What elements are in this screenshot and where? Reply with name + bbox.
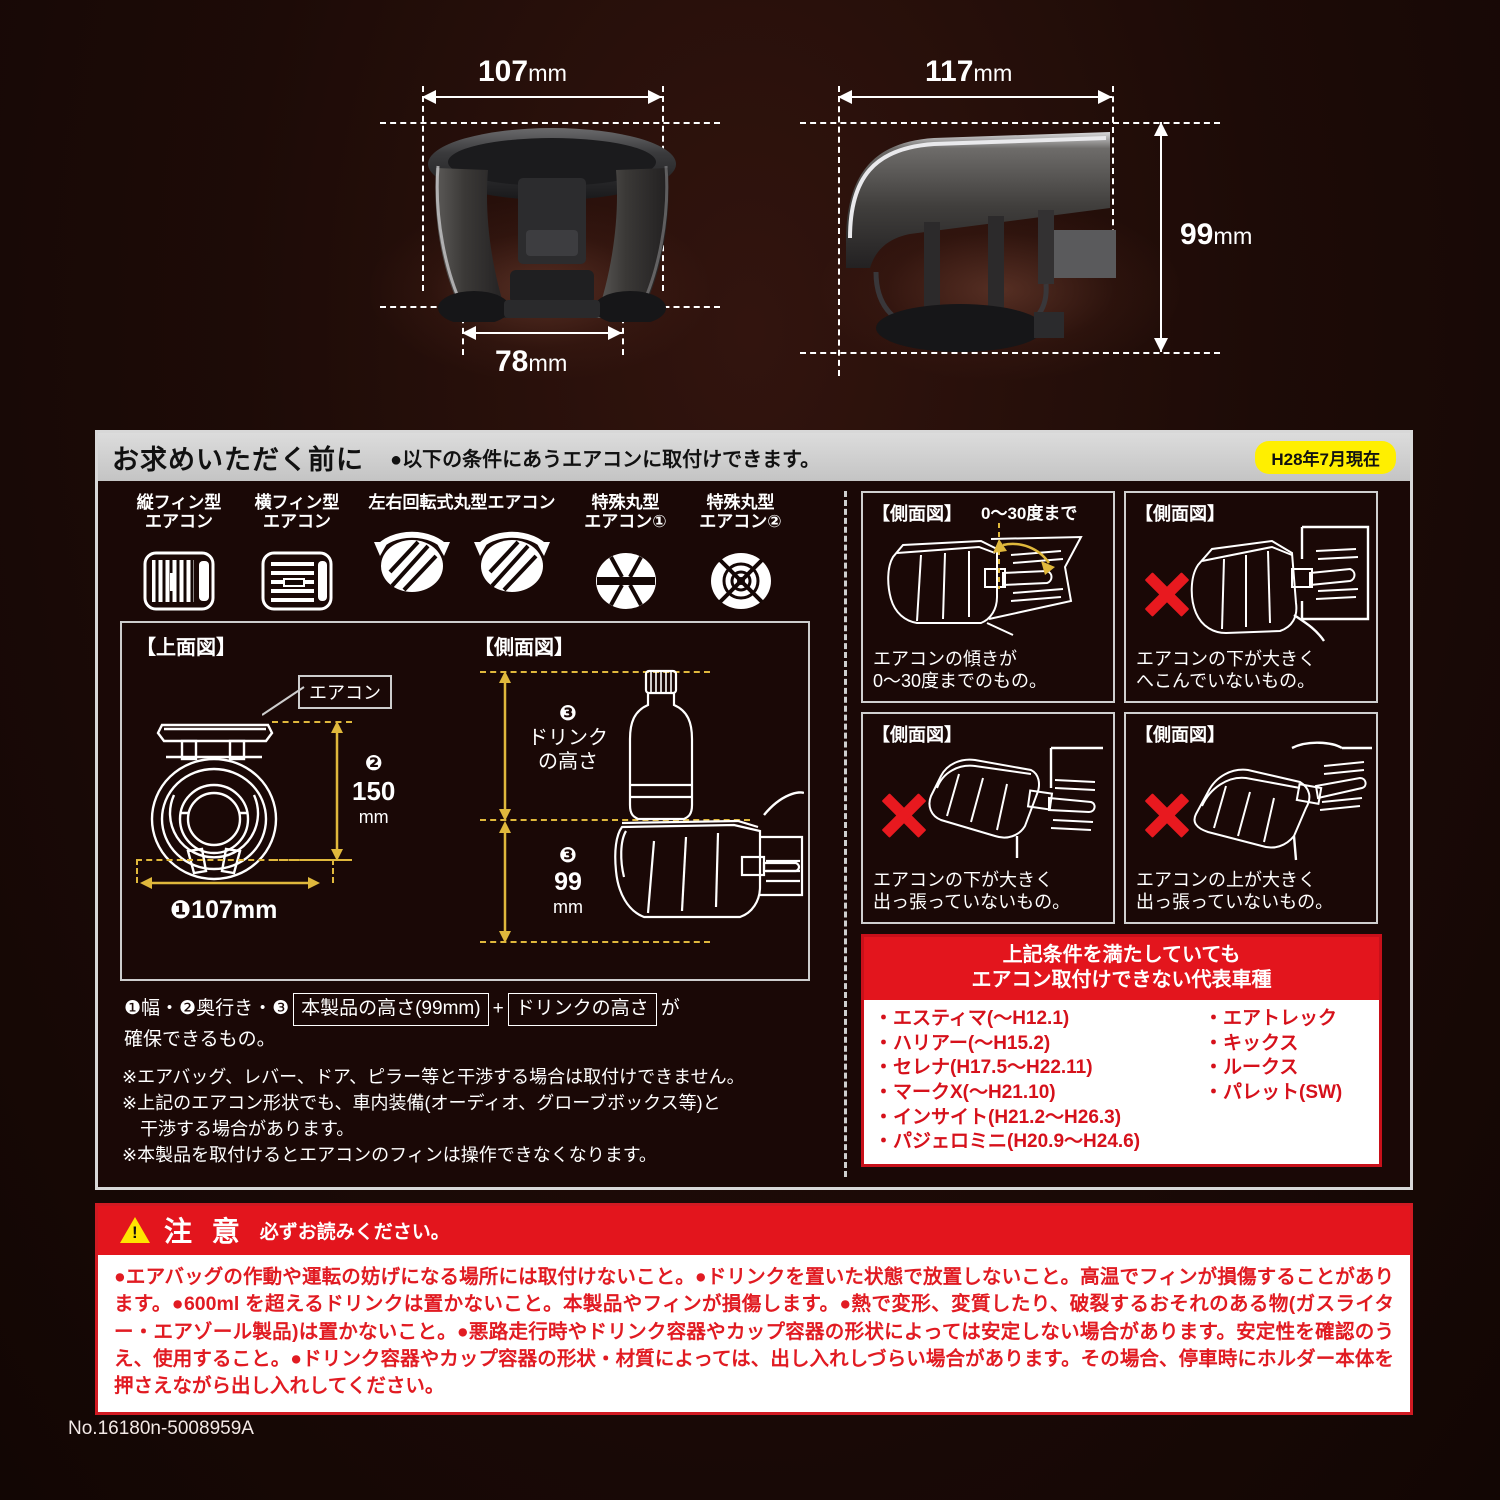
caution-block: 注 意 必ずお読みください。 ●エアバッグの作動や運転の妨げになる場所には取付け…: [95, 1203, 1413, 1416]
horizontal-fin-vent-icon: [238, 537, 356, 613]
condition-card-protrude-above: 【側面図】: [1124, 712, 1378, 924]
aircon-type-horizontal-fin: 横フィン型 エアコン: [238, 493, 356, 613]
front-width-label: 107mm: [478, 55, 568, 88]
condition-card-protrude-below: 【側面図】: [861, 712, 1115, 924]
protrude-below-illustration: [928, 746, 1103, 858]
excluded-vehicles-column-2: ・エアトレック ・キックス ・ルークス ・パレット(SW): [1204, 1007, 1342, 1155]
panel-subtitle: ●以下の条件にあうエアコンに取付けできます。: [390, 448, 821, 471]
dented-below-illustration: [1190, 525, 1370, 642]
vehicle-item: ・ルークス: [1204, 1057, 1299, 1079]
vehicle-item: ・キックス: [1204, 1032, 1299, 1054]
aircon-type-special-round-1: 特殊丸型 エアコン①: [568, 493, 683, 613]
drink-height-label: ❸ ドリンク の高さ: [528, 702, 608, 774]
aircon-type-list: 縦フィン型 エアコン 横フ: [114, 493, 828, 613]
condition-card-list: 【側面図】 0～30度まで: [861, 491, 1398, 924]
note-item: ※上記のエアコン形状でも、車内装備(オーディオ、グローブボックス等)と: [122, 1093, 721, 1114]
warning-triangle-icon: [120, 1217, 150, 1243]
product-dimension-photos: 107mm 78mm: [0, 0, 1500, 420]
panel-left-column: 縦フィン型 エアコン 横フ: [98, 481, 838, 1187]
top-view-title: 【上面図】: [136, 637, 236, 660]
special-round-vent-1-icon: [568, 537, 683, 613]
aircon-type-rotating-round: 左右回転式丸型エアコン: [356, 493, 568, 613]
vehicle-item: ・エスティマ(～H12.1): [874, 1008, 1070, 1029]
vehicle-item: ・マークX(～H21.10): [874, 1082, 1056, 1104]
depth-arrow: [331, 721, 343, 862]
vehicle-item: ・パジェロミニ(H20.9～H24.6): [874, 1131, 1141, 1153]
width-arrow: [140, 877, 320, 890]
formula-box-drink-height: ドリンクの高さ: [507, 993, 657, 1026]
aircon-callout: エアコン: [298, 675, 392, 710]
holder-side-illustration: [846, 132, 1116, 352]
product-height-arrow: [499, 821, 511, 944]
side-view-illustration: [614, 669, 804, 919]
product-height-label: ❸ 99 mm: [553, 844, 583, 918]
side-depth-label: 117mm: [925, 55, 1013, 88]
condition-card-tilt: 【側面図】 0～30度まで: [861, 491, 1115, 703]
condition-text: エアコンの下が大きく 出っ張っていないもの。: [873, 870, 1071, 913]
x-mark-icon: [1138, 567, 1192, 621]
panel-right-column: 【側面図】 0～30度まで: [853, 481, 1410, 1187]
front-base-width-label: 78mm: [495, 345, 568, 378]
note-item: 干渉する場合があります。: [122, 1119, 355, 1140]
vehicle-item: ・セレナ(H17.5～H22.11): [874, 1057, 1093, 1079]
formula-prefix: ❶幅・❷奥行き・❸: [124, 998, 290, 1020]
vertical-fin-vent-icon: [120, 537, 238, 613]
vehicle-item: ・ハリアー(～H15.2): [874, 1032, 1051, 1054]
before-purchase-panel: お求めいただく前に ●以下の条件にあうエアコンに取付けできます。 H28年7月現…: [95, 430, 1413, 1190]
formula-box-product-height: 本製品の高さ(99mm): [293, 993, 489, 1026]
tilt-illustration: [887, 523, 1083, 636]
part-number: No.16180n-5008959A: [68, 1418, 254, 1439]
callout-leader-line: [262, 686, 305, 716]
panel-notes: ※エアバッグ、レバー、ドア、ピラー等と干渉する場合は取付けできません。 ※上記の…: [122, 1064, 828, 1168]
holder-front-illustration: [428, 128, 676, 322]
date-badge: H28年7月現在: [1255, 440, 1396, 474]
caution-body: ●エアバッグの作動や運転の妨げになる場所には取付けないこと。●ドリンクを置いた状…: [114, 1266, 1394, 1398]
caution-title: 注 意: [164, 1216, 246, 1247]
formula-plus: +: [492, 998, 504, 1020]
side-view-photo: 117mm 99mm: [800, 55, 1252, 390]
side-view-title: 【側面図】: [474, 637, 574, 660]
side-height-label: 99mm: [1180, 218, 1253, 251]
tilt-angle-label: 0～30度まで: [981, 504, 1078, 523]
top-view-depth-label: ❷ 150 mm: [352, 752, 396, 828]
aircon-type-vertical-fin: 縦フィン型 エアコン: [120, 493, 238, 613]
panel-title: お求めいただく前に: [112, 444, 364, 475]
formula-line2: 確保できるもの。: [124, 1028, 276, 1050]
panel-header: お求めいただく前に ●以下の条件にあうエアコンに取付けできます。 H28年7月現…: [98, 433, 1410, 481]
front-view-photo: 107mm 78mm: [380, 55, 720, 390]
excluded-vehicles-column-1: ・エスティマ(～H12.1) ・ハリアー(～H15.2) ・セレナ(H17.5～…: [874, 1007, 1204, 1155]
aircon-type-special-round-2: 特殊丸型 エアコン②: [683, 493, 798, 613]
excluded-vehicles-heading: 上記条件を満たしていても エアコン取付けできない代表車種: [864, 937, 1379, 1000]
caution-subtitle: 必ずお読みください。: [259, 1221, 450, 1243]
note-item: ※エアバッグ、レバー、ドア、ピラー等と干渉する場合は取付けできません。: [122, 1067, 745, 1088]
protrude-above-illustration: [1193, 741, 1372, 861]
note-item: ※本製品を取付けるとエアコンのフィンは操作できなくなります。: [122, 1145, 657, 1166]
vehicle-item: ・インサイト(H21.2～H26.3): [874, 1106, 1122, 1128]
column-divider: [844, 491, 847, 1177]
caution-header: 注 意 必ずお読みください。: [98, 1206, 1410, 1255]
special-round-vent-2-icon: [683, 537, 798, 613]
condition-text: エアコンの上が大きく 出っ張っていないもの。: [1136, 870, 1334, 913]
vehicle-item: ・エアトレック: [1204, 1008, 1338, 1029]
rotating-round-vent-pair-icon: [356, 518, 568, 594]
top-view-width-label: ❶107mm: [170, 896, 278, 925]
measurement-diagram-box: 【上面図】 エアコン: [120, 621, 810, 982]
top-view-illustration: [150, 723, 278, 881]
vehicle-item: ・パレット(SW): [1204, 1082, 1343, 1104]
condition-text: エアコンの下が大きく へこんでいないもの。: [1136, 649, 1316, 692]
drink-height-arrow: [499, 671, 511, 822]
condition-text: エアコンの傾きが 0～30度までのもの。: [873, 649, 1048, 692]
excluded-vehicles-box: 上記条件を満たしていても エアコン取付けできない代表車種 ・エスティマ(～H12…: [861, 934, 1382, 1168]
x-mark-icon: [875, 788, 929, 842]
formula-suffix: が: [660, 998, 680, 1020]
condition-card-dented-below: 【側面図】: [1124, 491, 1378, 703]
